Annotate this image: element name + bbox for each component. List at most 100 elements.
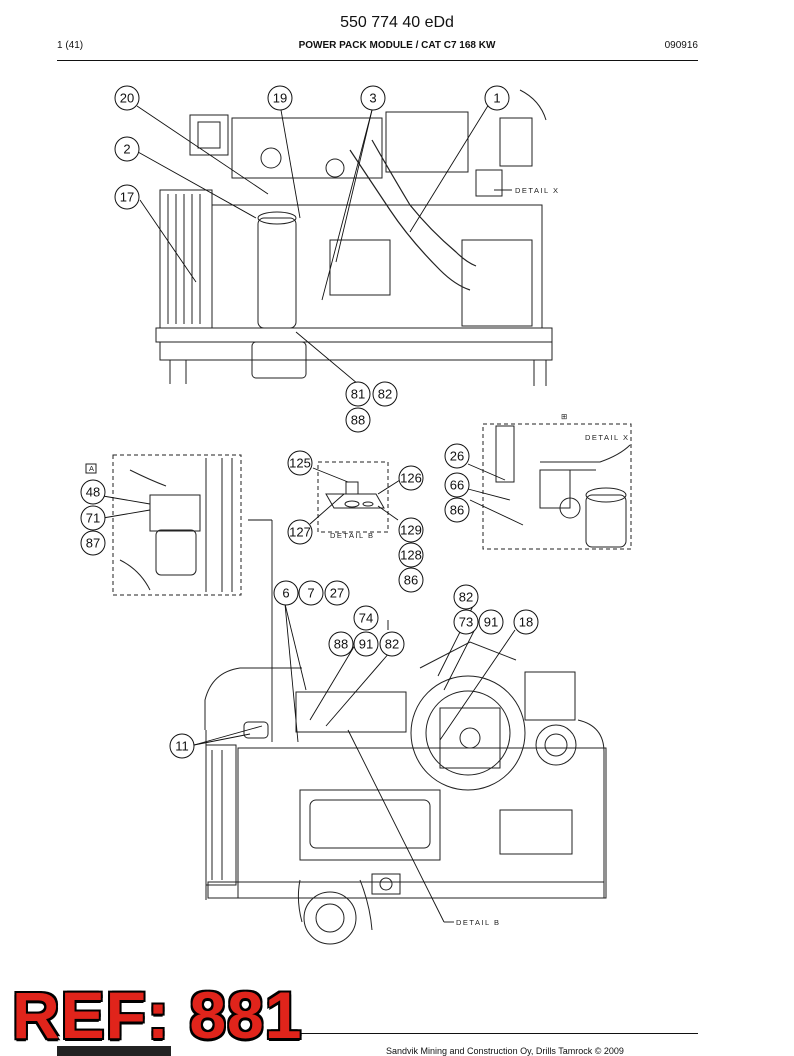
- callout-18: 18: [513, 609, 539, 635]
- callout-number: 73: [459, 615, 473, 630]
- callout-circle: [353, 631, 379, 657]
- callout-number: 2: [123, 142, 130, 157]
- detail-b-label-inset: DETAIL B: [330, 531, 375, 540]
- callout-48: 48: [80, 479, 106, 505]
- header-rule: [57, 60, 698, 61]
- brand-logo: [57, 1046, 171, 1056]
- callout-circle: [80, 479, 106, 505]
- callout-circle: [328, 631, 354, 657]
- callout-circle: [398, 542, 424, 568]
- callout-group: 20 19 3 1 2 17 81 82 88 26 66 86 125 126 127 129 128 86 48…: [80, 85, 539, 759]
- callout-number: 88: [334, 637, 348, 652]
- bottom-engine-view: [204, 620, 607, 945]
- callout-circle: [444, 497, 470, 523]
- footer-rule: [300, 1033, 698, 1034]
- callout-7: 7: [298, 580, 324, 606]
- callout-82: 82: [379, 631, 405, 657]
- callout-circle: [324, 580, 350, 606]
- callout-number: 66: [450, 478, 464, 493]
- callout-126: 126: [398, 465, 424, 491]
- callout-87: 87: [80, 530, 106, 556]
- detail-b-label-main: DETAIL B: [456, 918, 501, 927]
- top-engine-view: [155, 89, 553, 386]
- callout-number: 87: [86, 536, 100, 551]
- callout-3: 3: [360, 85, 386, 111]
- callout-circle: [114, 184, 140, 210]
- callout-73: 73: [453, 609, 479, 635]
- callout-number: 27: [330, 586, 344, 601]
- callout-91: 91: [353, 631, 379, 657]
- callout-number: 71: [86, 511, 100, 526]
- callout-circle: [169, 733, 195, 759]
- callout-91: 91: [478, 609, 504, 635]
- callout-number: 125: [289, 456, 311, 471]
- callout-circle: [80, 505, 106, 531]
- page-title: POWER PACK MODULE / CAT C7 168 KW: [298, 40, 496, 51]
- callout-circle: [267, 85, 293, 111]
- callout-86: 86: [444, 497, 470, 523]
- inset-detail-x: [482, 423, 632, 550]
- callout-27: 27: [324, 580, 350, 606]
- date-code: 090916: [664, 40, 698, 51]
- callout-82: 82: [372, 381, 398, 407]
- ref-stamp: REF: 881: [12, 978, 303, 1052]
- callout-circle: [360, 85, 386, 111]
- callout-74: 74: [353, 605, 379, 631]
- callout-number: 82: [378, 387, 392, 402]
- callout-125: 125: [287, 450, 313, 476]
- callout-number: 1: [493, 91, 500, 106]
- callout-circle: [273, 580, 299, 606]
- view-a-label: A: [89, 464, 96, 473]
- callout-number: 20: [120, 91, 134, 106]
- callout-number: 91: [359, 637, 373, 652]
- callout-11: 11: [169, 733, 195, 759]
- callout-circle: [114, 136, 140, 162]
- page-index: 1 (41): [57, 40, 84, 51]
- callout-6: 6: [273, 580, 299, 606]
- callout-129: 129: [398, 517, 424, 543]
- callout-number: 129: [400, 523, 422, 538]
- callout-number: 126: [400, 471, 422, 486]
- callout-circle: [287, 450, 313, 476]
- detail-x-label-main: DETAIL X: [515, 186, 560, 195]
- callout-number: 81: [351, 387, 365, 402]
- callout-number: 26: [450, 449, 464, 464]
- callout-number: 86: [450, 503, 464, 518]
- callout-128: 128: [398, 542, 424, 568]
- callout-number: 18: [519, 615, 533, 630]
- callout-circle: [379, 631, 405, 657]
- callout-leaders: [102, 103, 524, 923]
- callout-number: 3: [369, 91, 376, 106]
- callout-circle: [444, 472, 470, 498]
- callout-127: 127: [287, 519, 313, 545]
- section-mark: ⊞: [561, 412, 569, 421]
- callout-81: 81: [345, 381, 371, 407]
- callout-circle: [80, 530, 106, 556]
- callout-86: 86: [398, 567, 424, 593]
- callout-circle: [372, 381, 398, 407]
- callout-number: 127: [289, 525, 311, 540]
- callout-circle: [444, 443, 470, 469]
- callout-number: 48: [86, 485, 100, 500]
- callout-circle: [114, 85, 140, 111]
- detail-x-label-inset: DETAIL X: [585, 433, 630, 442]
- callout-circle: [345, 407, 371, 433]
- copyright-text: Sandvik Mining and Construction Oy, Dril…: [386, 1046, 624, 1056]
- document-number: 550 774 40 eDd: [340, 14, 454, 31]
- callout-82: 82: [453, 584, 479, 610]
- callout-circle: [453, 609, 479, 635]
- callout-number: 17: [120, 190, 134, 205]
- callout-circle: [398, 465, 424, 491]
- callout-number: 74: [359, 611, 373, 626]
- callout-26: 26: [444, 443, 470, 469]
- callout-20: 20: [114, 85, 140, 111]
- callout-number: 88: [351, 413, 365, 428]
- callout-number: 19: [273, 91, 287, 106]
- callout-circle: [353, 605, 379, 631]
- callout-2: 2: [114, 136, 140, 162]
- inset-detail-b: [317, 461, 389, 533]
- callout-number: 11: [175, 739, 189, 754]
- callout-number: 82: [385, 637, 399, 652]
- callout-number: 86: [404, 573, 418, 588]
